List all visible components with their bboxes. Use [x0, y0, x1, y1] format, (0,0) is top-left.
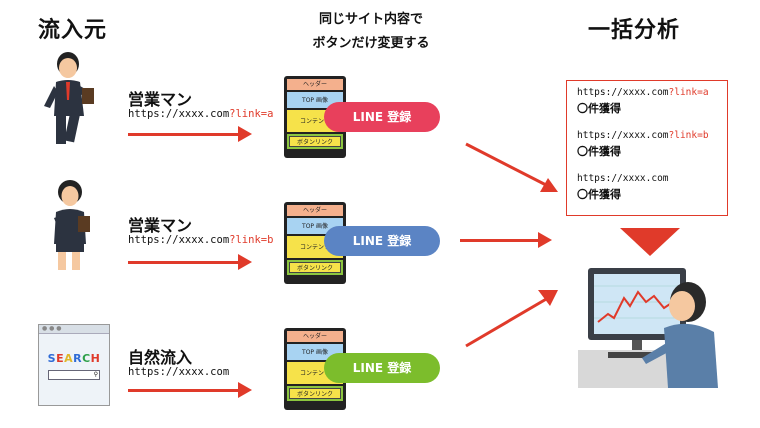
- row3-url: https://xxxx.com: [128, 366, 229, 378]
- page-mock-header: ヘッダー: [287, 331, 343, 342]
- middle-heading: 同じサイト内容で ボタンだけ変更する: [286, 8, 456, 56]
- magnifier-icon: ⚲: [93, 371, 98, 378]
- page-mock-header: ヘッダー: [287, 205, 343, 216]
- row1-label: 営業マン: [128, 90, 193, 109]
- page-mock-image: TOP 画像: [287, 90, 343, 108]
- line-register-button-a: LINE 登録: [324, 102, 440, 132]
- line-register-button-organic: LINE 登録: [324, 353, 440, 383]
- source-heading: 流入元: [38, 18, 108, 43]
- line-register-button-b: LINE 登録: [324, 226, 440, 256]
- page-mock-button: ボタンリンク: [287, 132, 343, 149]
- analyst-at-monitor-illustration: [578, 262, 728, 394]
- page-mock-2: ヘッダー TOP 画像 コンテンツ ボタンリンク: [284, 202, 346, 284]
- row2-url-base: https://xxxx.com: [128, 234, 230, 246]
- page-mock-button: ボタンリンク: [287, 258, 343, 275]
- page-mock-header: ヘッダー: [287, 79, 343, 90]
- row1-url-param: ?link=a: [229, 108, 274, 120]
- analysis-heading: 一括分析: [588, 18, 681, 43]
- row3-url-base: https://xxxx.com: [128, 366, 230, 378]
- middle-heading-line2: ボタンだけ変更する: [312, 36, 430, 51]
- row3-label: 自然流入: [128, 348, 193, 367]
- converge-arrow-bottom: [462, 282, 572, 352]
- converge-arrow-top: [462, 140, 572, 200]
- result-url-organic: https://xxxx.com: [577, 173, 669, 184]
- down-arrow-icon: [620, 228, 680, 256]
- row2-url-param: ?link=b: [229, 234, 274, 246]
- middle-heading-line1: 同じサイト内容で: [318, 12, 423, 27]
- salesman-female-illustration: [42, 178, 98, 282]
- row1-url: https://xxxx.com?link=a: [128, 108, 273, 120]
- row2-url: https://xxxx.com?link=b: [128, 234, 273, 246]
- browser-dots-icon: ● ● ●: [39, 325, 109, 334]
- result-url-b: https://xxxx.com?link=b: [577, 130, 709, 141]
- result-count-b: 〇件獲得: [577, 145, 621, 158]
- result-count-a: 〇件獲得: [577, 102, 621, 115]
- results-box: https://xxxx.com?link=a 〇件獲得 https://xxx…: [566, 80, 728, 216]
- page-mock-1: ヘッダー TOP 画像 コンテンツ ボタンリンク: [284, 76, 346, 158]
- result-count-organic: 〇件獲得: [577, 188, 621, 201]
- result-url-a: https://xxxx.com?link=a: [577, 87, 709, 98]
- search-logo: SEARCH: [47, 352, 101, 365]
- page-mock-3: ヘッダー TOP 画像 コンテンツ ボタンリンク: [284, 328, 346, 410]
- page-mock-button: ボタンリンク: [287, 384, 343, 401]
- row1-url-base: https://xxxx.com: [128, 108, 230, 120]
- row2-label: 営業マン: [128, 216, 193, 235]
- search-browser-illustration: ● ● ● SEARCH ⚲: [38, 324, 110, 406]
- salesman-male-illustration: [40, 50, 100, 154]
- search-input-mock: ⚲: [48, 370, 100, 380]
